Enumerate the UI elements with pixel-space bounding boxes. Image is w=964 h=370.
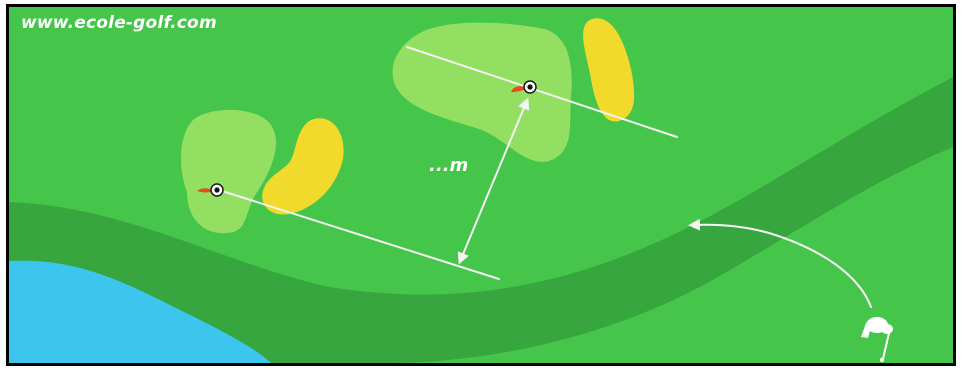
watermark-text: www.ecole-golf.com [21,13,217,33]
distance-label: ...m [429,155,468,176]
golf-course-diagram [9,7,953,363]
golf-diagram-frame: www.ecole-golf.com ...m [6,4,956,366]
